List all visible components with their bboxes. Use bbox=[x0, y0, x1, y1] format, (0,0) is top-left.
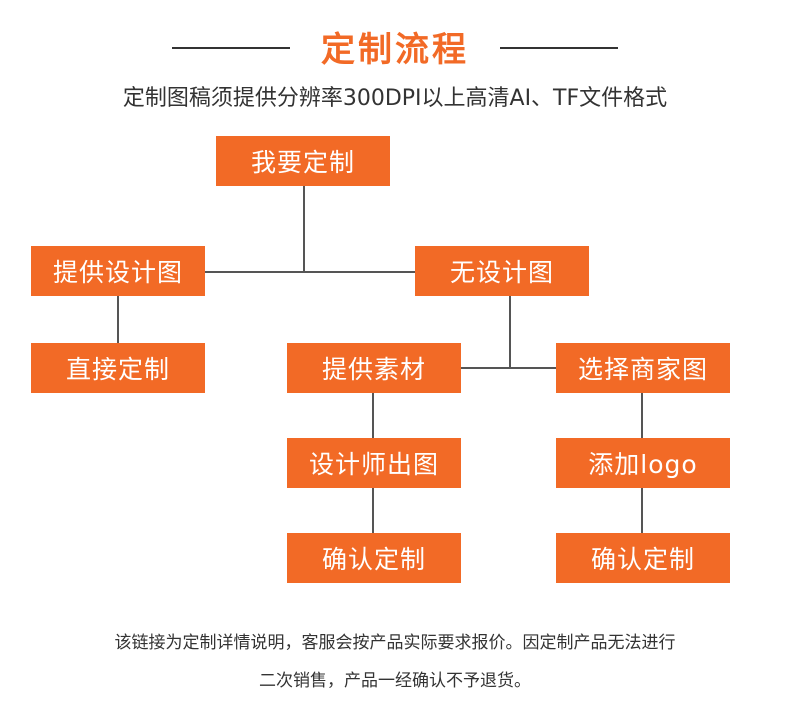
node-provide-design: 提供设计图 bbox=[31, 246, 205, 296]
connector-draft-to-confirm bbox=[372, 487, 374, 533]
node-confirm-left: 确认定制 bbox=[287, 533, 461, 583]
connector-logo-to-confirm bbox=[641, 487, 643, 533]
node-confirm-right: 确认定制 bbox=[556, 533, 730, 583]
title-left-rule bbox=[172, 47, 290, 49]
node-want-custom: 我要定制 bbox=[216, 136, 390, 186]
node-add-logo: 添加logo bbox=[556, 438, 730, 488]
node-no-design: 无设计图 bbox=[415, 246, 589, 296]
footer-line-2: 二次销售，产品一经确认不予退货。 bbox=[259, 671, 531, 691]
connector-material-to-draft bbox=[372, 393, 374, 438]
node-direct-custom: 直接定制 bbox=[31, 343, 205, 393]
page-subtitle: 定制图稿须提供分辨率300DPI以上高清AI、TF文件格式 bbox=[122, 86, 668, 111]
node-choose-merchant: 选择商家图 bbox=[556, 343, 730, 393]
connector-top-vertical bbox=[303, 185, 305, 272]
connector-branch-horizontal bbox=[205, 271, 415, 273]
node-designer-draft: 设计师出图 bbox=[287, 438, 461, 488]
connector-merchant-to-logo bbox=[641, 393, 643, 438]
footer-note: 该链接为定制详情说明，客服会按产品实际要求报价。因定制产品无法进行 二次销售，产… bbox=[0, 624, 790, 700]
page-title: 定制流程 bbox=[321, 30, 469, 70]
node-provide-material: 提供素材 bbox=[287, 343, 461, 393]
footer-line-1: 该链接为定制详情说明，客服会按产品实际要求报价。因定制产品无法进行 bbox=[114, 633, 676, 653]
title-right-rule bbox=[500, 47, 618, 49]
connector-no-design-vertical bbox=[509, 295, 511, 368]
connector-no-design-horizontal bbox=[461, 367, 556, 369]
connector-provide-to-direct bbox=[117, 295, 119, 343]
